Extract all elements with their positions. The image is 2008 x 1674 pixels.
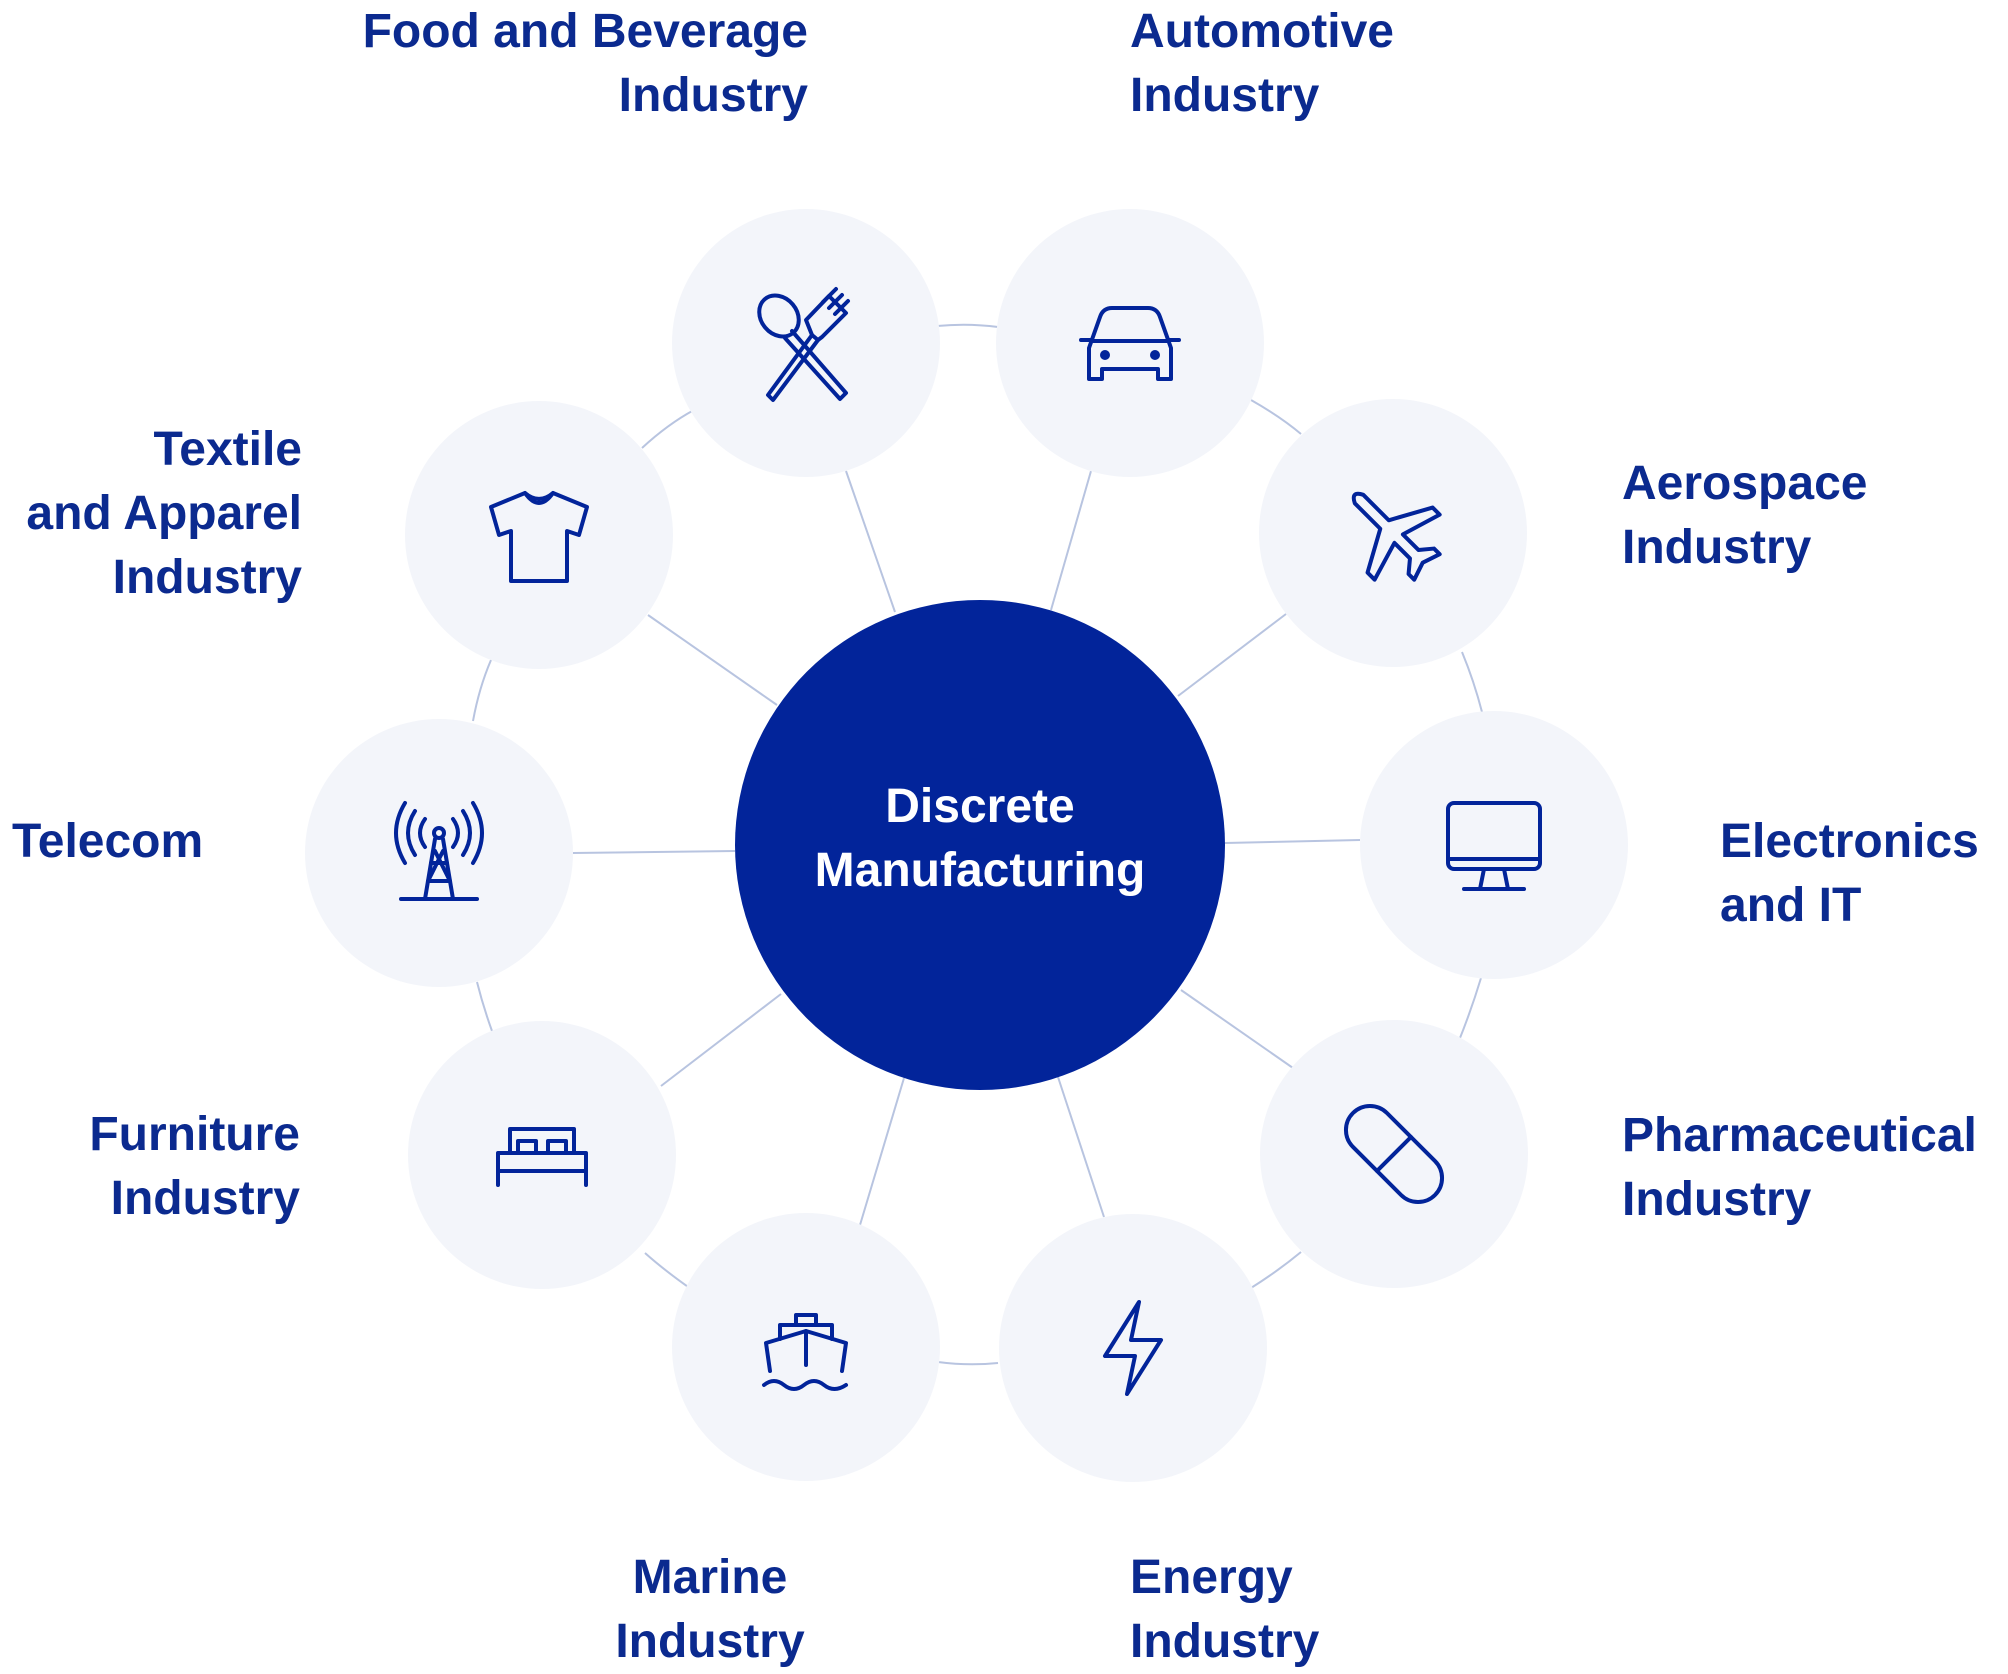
label-furniture: Furniture Industry bbox=[0, 1103, 300, 1231]
ring-arc bbox=[472, 659, 492, 722]
monitor-icon bbox=[1446, 801, 1542, 891]
label-food-line-1: Food and Beverage bbox=[362, 5, 808, 58]
ring-connectors bbox=[472, 323, 1483, 1366]
spoke-line bbox=[572, 850, 736, 854]
label-food: Food and Beverage Industry bbox=[300, 0, 808, 128]
antenna-tower-icon bbox=[394, 801, 484, 901]
label-electronics-line-2: and IT bbox=[1720, 879, 1862, 932]
ring-arc bbox=[641, 409, 695, 449]
ring-arc bbox=[1461, 651, 1483, 713]
center-title: Discrete Manufacturing bbox=[735, 775, 1225, 903]
label-electronics-line-1: Electronics bbox=[1720, 815, 1979, 868]
label-textile-line-2: and Apparel bbox=[26, 487, 302, 540]
energy-node bbox=[999, 1214, 1267, 1482]
label-marine: Marine Industry bbox=[560, 1546, 860, 1674]
spoke-connectors bbox=[572, 470, 1361, 1226]
label-furniture-line-2: Industry bbox=[110, 1172, 300, 1225]
label-aerospace: Aerospace Industry bbox=[1622, 452, 1867, 580]
aerospace-node bbox=[1259, 399, 1527, 667]
ring-arc bbox=[1457, 977, 1482, 1044]
ring-arc bbox=[644, 1252, 692, 1290]
label-automotive-line-1: Automotive bbox=[1130, 5, 1394, 58]
spoke-line bbox=[647, 614, 778, 706]
label-food-line-2: Industry bbox=[618, 69, 808, 122]
car-icon bbox=[1079, 306, 1181, 381]
spoke-line bbox=[1057, 1076, 1105, 1218]
label-energy-line-2: Industry bbox=[1130, 1615, 1320, 1668]
center-title-line-1: Discrete bbox=[885, 780, 1075, 833]
tshirt-icon bbox=[489, 491, 589, 583]
label-telecom: Telecom bbox=[12, 810, 203, 874]
label-marine-line-1: Marine bbox=[632, 1551, 788, 1604]
spoke-line bbox=[660, 993, 782, 1087]
label-pharma-line-2: Industry bbox=[1622, 1173, 1812, 1226]
textile-node bbox=[405, 401, 673, 669]
lightning-icon bbox=[1103, 1300, 1163, 1396]
airplane-icon bbox=[1351, 491, 1442, 582]
label-automotive-line-2: Industry bbox=[1130, 69, 1320, 122]
label-pharma-line-1: Pharmaceutical bbox=[1622, 1109, 1977, 1162]
spoke-line bbox=[859, 1077, 905, 1226]
label-aerospace-line-1: Aerospace bbox=[1622, 457, 1868, 510]
ring-arc bbox=[1250, 1251, 1302, 1289]
label-electronics: Electronics and IT bbox=[1720, 810, 1979, 938]
spoke-line bbox=[1224, 839, 1361, 844]
ring-arc bbox=[1250, 399, 1302, 435]
ring-arc bbox=[937, 1361, 999, 1366]
label-energy: Energy Industry bbox=[1130, 1546, 1319, 1674]
ring-arc bbox=[936, 323, 999, 328]
electronics-node bbox=[1360, 711, 1628, 979]
label-pharma: Pharmaceutical Industry bbox=[1622, 1104, 1977, 1232]
ring-arc bbox=[476, 981, 493, 1032]
label-telecom-line-1: Telecom bbox=[12, 815, 204, 868]
center-title-line-2: Manufacturing bbox=[814, 844, 1146, 897]
label-aerospace-line-2: Industry bbox=[1622, 521, 1812, 574]
telecom-node bbox=[305, 719, 573, 987]
label-textile: Textile and Apparel Industry bbox=[0, 418, 302, 610]
spoke-line bbox=[1177, 613, 1287, 697]
spoke-line bbox=[1180, 989, 1294, 1069]
spoke-line bbox=[845, 470, 896, 613]
label-energy-line-1: Energy bbox=[1130, 1551, 1293, 1604]
label-textile-line-1: Textile bbox=[153, 423, 303, 476]
label-automotive: Automotive Industry bbox=[1130, 0, 1394, 128]
center-circle bbox=[735, 600, 1225, 1090]
spoke-line bbox=[1050, 470, 1092, 611]
label-furniture-line-1: Furniture bbox=[89, 1108, 300, 1161]
utensils-icon bbox=[757, 287, 850, 402]
label-marine-line-2: Industry bbox=[615, 1615, 805, 1668]
label-textile-line-3: Industry bbox=[112, 551, 302, 604]
bed-icon bbox=[496, 1127, 588, 1187]
ship-icon bbox=[762, 1313, 848, 1391]
